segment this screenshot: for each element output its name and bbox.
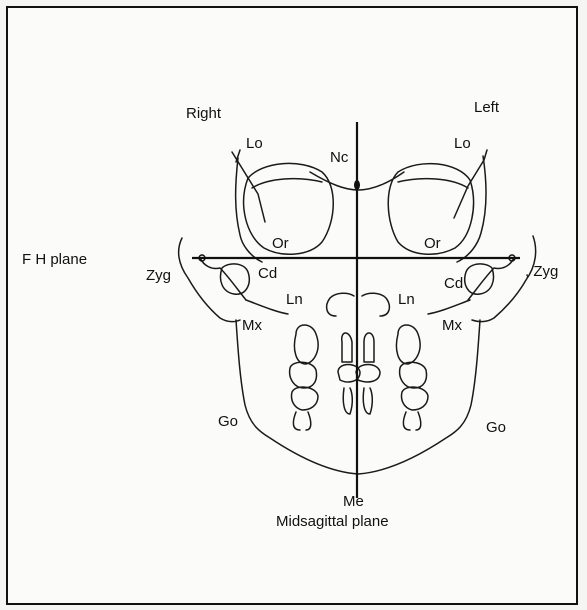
zyg-left-label: , Zyg	[525, 264, 558, 279]
lo-line-left	[454, 160, 484, 218]
me-label: Me	[343, 494, 364, 509]
cd-left-label: Cd	[444, 276, 463, 291]
lo-left-label: Lo	[454, 136, 471, 151]
ln-right-label: Ln	[286, 292, 303, 307]
right-side-label: Right	[186, 106, 221, 121]
nasal-cavity-right	[327, 293, 354, 316]
ln-left-label: Ln	[398, 292, 415, 307]
mx-right-label: Mx	[242, 318, 262, 333]
left-side-label: Left	[474, 100, 499, 115]
teeth-left	[396, 325, 428, 430]
fh-plane-label: F H plane	[22, 252, 87, 267]
condyle-left	[465, 264, 494, 294]
zyg-right-label: Zyg	[146, 268, 171, 283]
or-left-label: Or	[424, 236, 441, 251]
skull-outline-right	[236, 158, 262, 262]
cd-right-label: Cd	[258, 266, 277, 281]
condyle-right	[221, 264, 250, 294]
go-right-label: Go	[218, 414, 238, 429]
lo-tick-left	[484, 150, 487, 160]
orbit-upper-rim-right	[252, 179, 322, 188]
maxilla-left	[428, 300, 470, 314]
midsagittal-plane-label: Midsagittal plane	[276, 514, 389, 529]
mx-left-label: Mx	[442, 318, 462, 333]
orbit-upper-rim-left	[398, 179, 468, 188]
nasal-cavity-left	[362, 293, 389, 316]
or-right-label: Or	[272, 236, 289, 251]
maxilla-right	[246, 300, 288, 314]
lo-right-label: Lo	[246, 136, 263, 151]
teeth-center	[338, 333, 380, 414]
go-left-label: Go	[486, 420, 506, 435]
nc-label: Nc	[330, 150, 348, 165]
teeth-right	[290, 325, 318, 430]
